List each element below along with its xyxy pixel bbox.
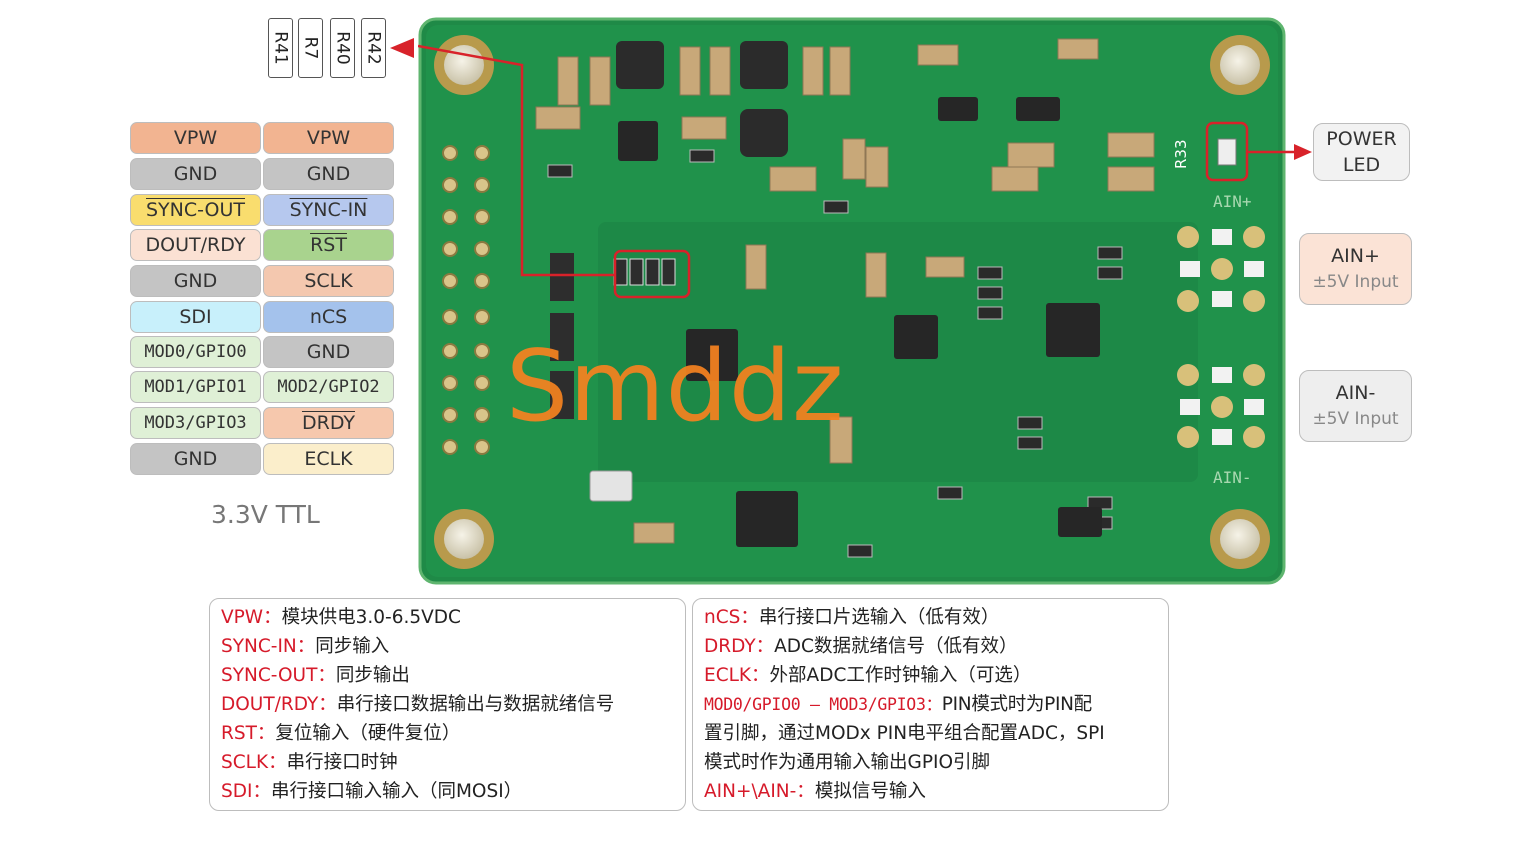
pin-sync-out: SYNC-OUT <box>130 194 261 226</box>
crystal-oscillator <box>589 470 633 502</box>
desc-item: MOD0/GPIO0 – MOD3/GPIO3：PIN模式时为PIN配 <box>704 694 1092 715</box>
ain-minus-title: AIN- <box>1335 382 1376 404</box>
header-pads <box>442 145 490 455</box>
pin-drdy: DRDY <box>263 407 394 439</box>
capacitor <box>535 38 1155 544</box>
desc-item: SDI：串行接口输入输入（同MOSI） <box>221 781 523 802</box>
pin-description-right: nCS：串行接口片选输入（低有效） DRDY：ADC数据就绪信号（低有效） EC… <box>692 598 1169 811</box>
power-led <box>1217 138 1237 166</box>
ain-plus-title: AIN+ <box>1331 245 1380 267</box>
power-led-line2: LED <box>1342 154 1381 176</box>
pin-mod3-gpio3: MOD3/GPIO3 <box>130 407 261 439</box>
pin-gnd-right: GND <box>263 158 394 190</box>
ttl-level-label: 3.3V TTL <box>211 500 320 529</box>
ain-plus-sub: ±5V Input <box>1312 272 1399 292</box>
desc-item: SCLK：串行接口时钟 <box>221 752 398 773</box>
silk-ain-plus: AIN+ <box>1213 192 1252 211</box>
desc-item: AIN+\AIN-：模拟信号输入 <box>704 781 926 802</box>
ain-connector-pads <box>1177 226 1265 448</box>
pin-eclk: ECLK <box>263 443 394 475</box>
ain-minus-label: AIN- ±5V Input <box>1299 370 1412 442</box>
pin-mod1-gpio1: MOD1/GPIO1 <box>130 371 261 403</box>
pin-mod2-gpio2: MOD2/GPIO2 <box>263 371 394 403</box>
resistor-label-r42: R42 <box>361 18 386 78</box>
pin-gnd-left: GND <box>130 158 261 190</box>
desc-item: VPW：模块供电3.0-6.5VDC <box>221 607 461 628</box>
silk-ain-minus: AIN- <box>1213 468 1252 487</box>
arrow-to-resistor-labels <box>390 38 414 58</box>
mounting-hole <box>434 35 1270 569</box>
desc-item: SYNC-IN：同步输入 <box>221 636 390 657</box>
desc-item: nCS：串行接口片选输入（低有效） <box>704 607 1000 628</box>
pin-sdi: SDI <box>130 301 261 333</box>
resistor-array <box>550 253 676 419</box>
resistor-label-r41: R41 <box>268 18 293 78</box>
pin-gnd-left: GND <box>130 443 261 475</box>
pin-mod0-gpio0: MOD0/GPIO0 <box>130 336 261 368</box>
desc-item: ECLK：外部ADC工作时钟输入（可选） <box>704 665 1032 686</box>
resistor-label-r7: R7 <box>298 18 323 78</box>
ic-chip <box>618 97 1102 547</box>
pin-ncs: nCS <box>263 301 394 333</box>
power-led-arrow <box>1246 144 1312 160</box>
desc-item: 置引脚，通过MODx PIN电平组合配置ADC，SPI <box>704 723 1105 744</box>
inductor <box>616 41 788 157</box>
pin-vpw-right: VPW <box>263 122 394 154</box>
desc-item: 模式时作为通用输入输出GPIO引脚 <box>704 752 991 773</box>
watermark: Smddz <box>506 330 845 444</box>
desc-item: SYNC-OUT：同步输出 <box>221 665 410 686</box>
pin-gnd-left: GND <box>130 265 261 297</box>
pcb-board: AIN+ AIN- R33 <box>418 17 1286 585</box>
power-led-label: POWER LED <box>1313 123 1410 181</box>
desc-item: DRDY：ADC数据就绪信号（低有效） <box>704 636 1018 657</box>
pin-sclk: SCLK <box>263 265 394 297</box>
desc-item: RST：复位输入（硬件复位） <box>221 723 461 744</box>
pin-sync-in: SYNC-IN <box>263 194 394 226</box>
pin-gnd-right: GND <box>263 336 394 368</box>
desc-item: DOUT/RDY：串行接口数据输出与数据就绪信号 <box>221 694 615 715</box>
silk-r33: R33 <box>1172 139 1190 169</box>
pin-rst: RST <box>263 229 394 261</box>
callout-trace <box>418 44 615 277</box>
power-led-line1: POWER <box>1326 128 1397 150</box>
ain-minus-sub: ±5V Input <box>1312 409 1399 429</box>
resistor <box>547 149 1123 558</box>
resistor-label-r40: R40 <box>330 18 355 78</box>
pin-description-left: VPW：模块供电3.0-6.5VDC SYNC-IN：同步输入 SYNC-OUT… <box>209 598 686 811</box>
ain-plus-label: AIN+ ±5V Input <box>1299 233 1412 305</box>
pin-dout-rdy: DOUT/RDY <box>130 229 261 261</box>
pin-vpw-left: VPW <box>130 122 261 154</box>
